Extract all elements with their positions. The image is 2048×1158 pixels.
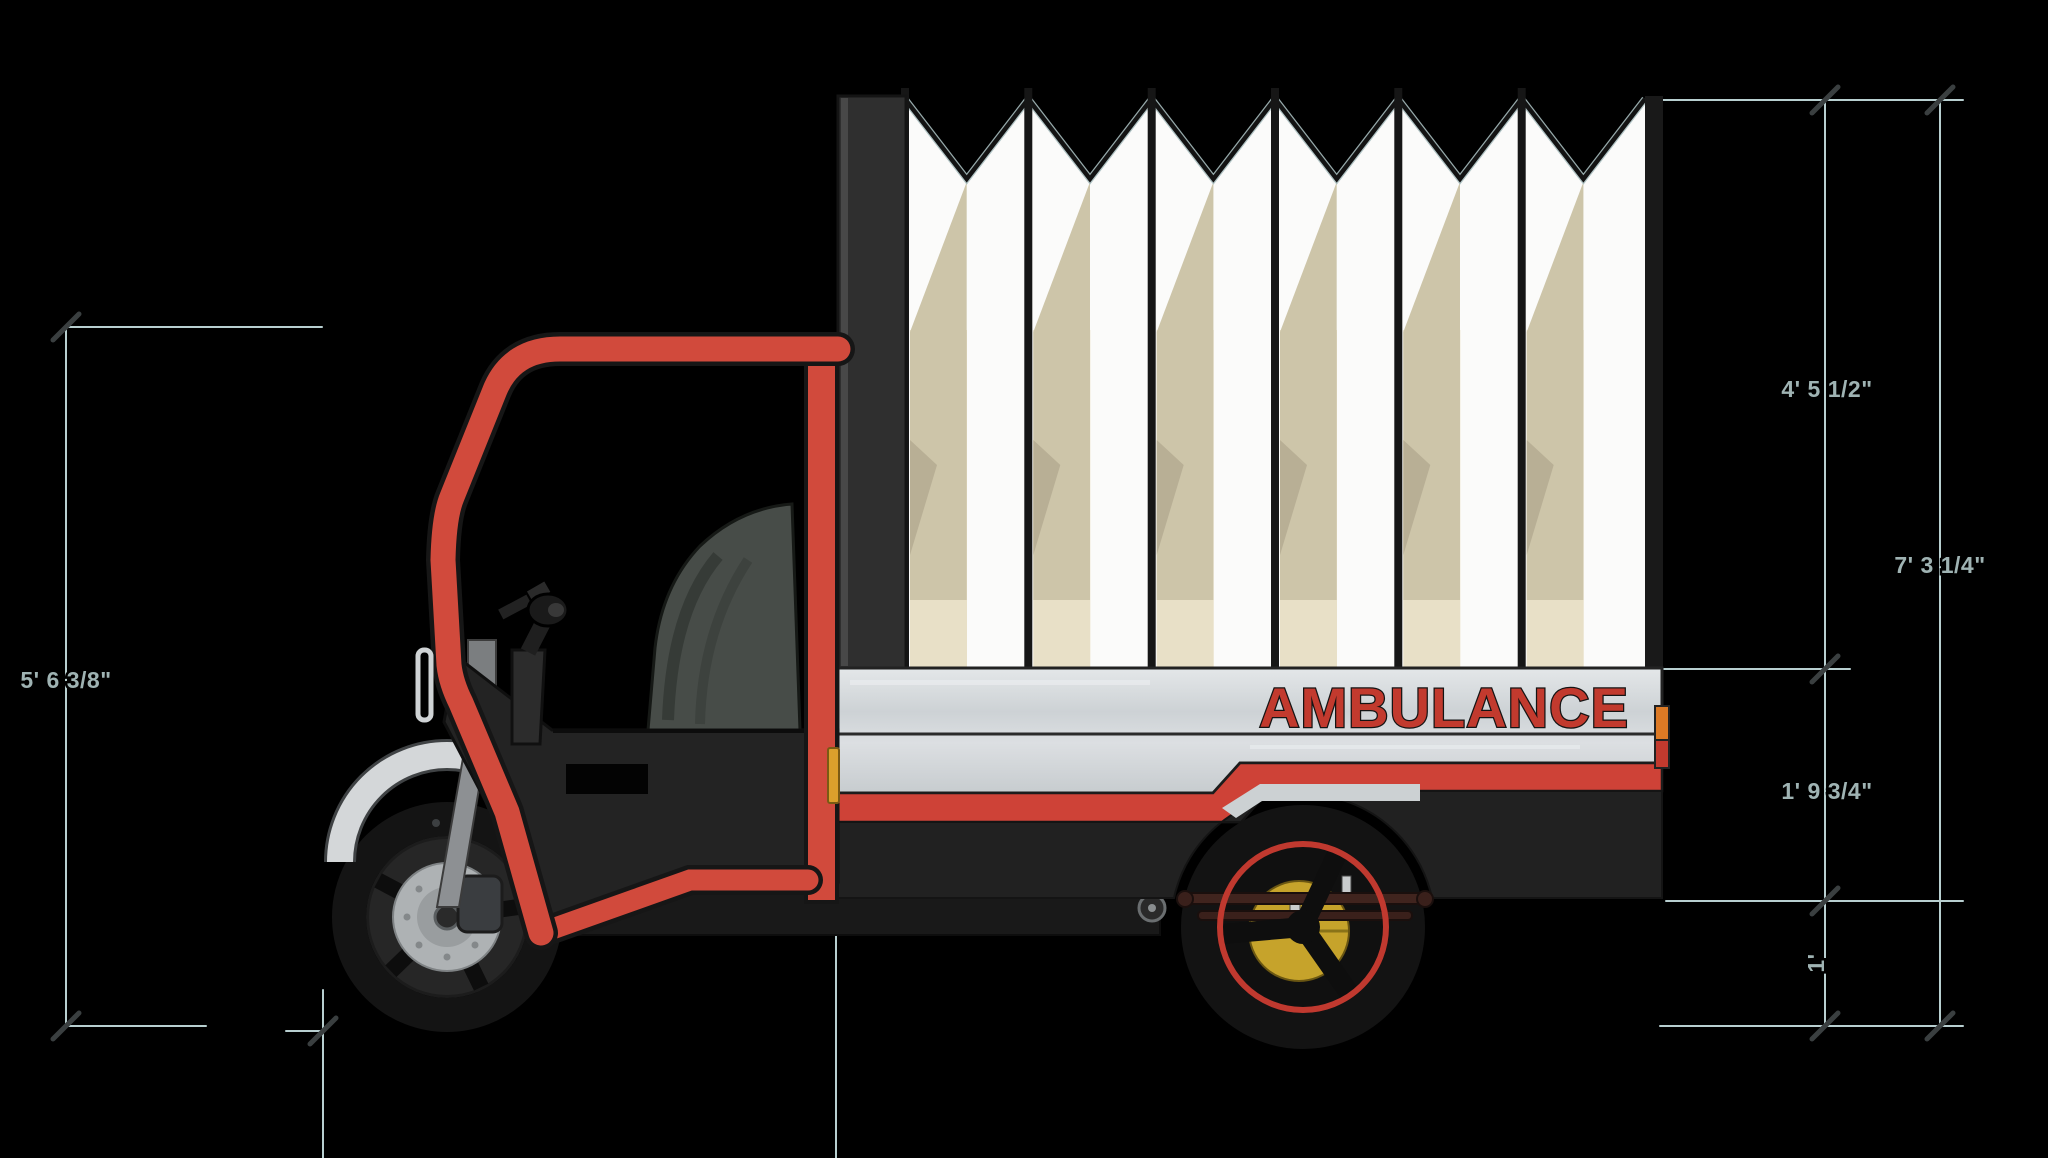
- side-marker-light: [827, 747, 840, 804]
- grab-handle: [415, 647, 434, 723]
- canopy-height-label: 4' 5 1/2": [1781, 376, 1872, 402]
- step-recess: [566, 764, 648, 794]
- bed-body-height-label: 1' 9 3/4": [1781, 778, 1872, 804]
- cargo-module: AMBULANCE: [836, 88, 1670, 899]
- ground-clearance-label: 1': [1803, 953, 1829, 972]
- arch-trim-stripe: [1222, 784, 1420, 818]
- canopy-rear-post: [1645, 96, 1663, 668]
- tail-light: [1654, 705, 1670, 769]
- dimension-right-stack: 4' 5 1/2" 1' 9 3/4" 1' 7' 3 1/4": [1656, 87, 1988, 1039]
- cab-height-label: 5' 6 3/8": [20, 667, 111, 693]
- handlebar: [495, 578, 570, 746]
- dimension-annotations: 5' 6 3/8" 4' 5 1/2" 1' 9 3/4" 1' 7' 3 1/…: [18, 87, 1988, 1158]
- brake-caliper: [456, 874, 504, 934]
- cab: [415, 332, 855, 950]
- driver-seat: [646, 502, 802, 732]
- accordion-canopy: [836, 88, 1663, 670]
- overall-height-label: 7' 3 1/4": [1894, 552, 1985, 578]
- rear-wheel-spokes: [1216, 844, 1361, 1004]
- ambulance-lettering: AMBULANCE: [1259, 676, 1629, 739]
- dimension-extension-lines-bottom: [285, 929, 837, 1158]
- vehicle: AMBULANCE: [324, 88, 1670, 1049]
- dimension-cab-height: 5' 6 3/8": [18, 314, 323, 1039]
- rear-pillar: [804, 334, 839, 904]
- canopy-front-panel: [836, 94, 908, 670]
- cab-frame: [415, 332, 855, 950]
- rear-rim-ring: [1217, 841, 1389, 1013]
- rear-wheel: [1176, 805, 1434, 1049]
